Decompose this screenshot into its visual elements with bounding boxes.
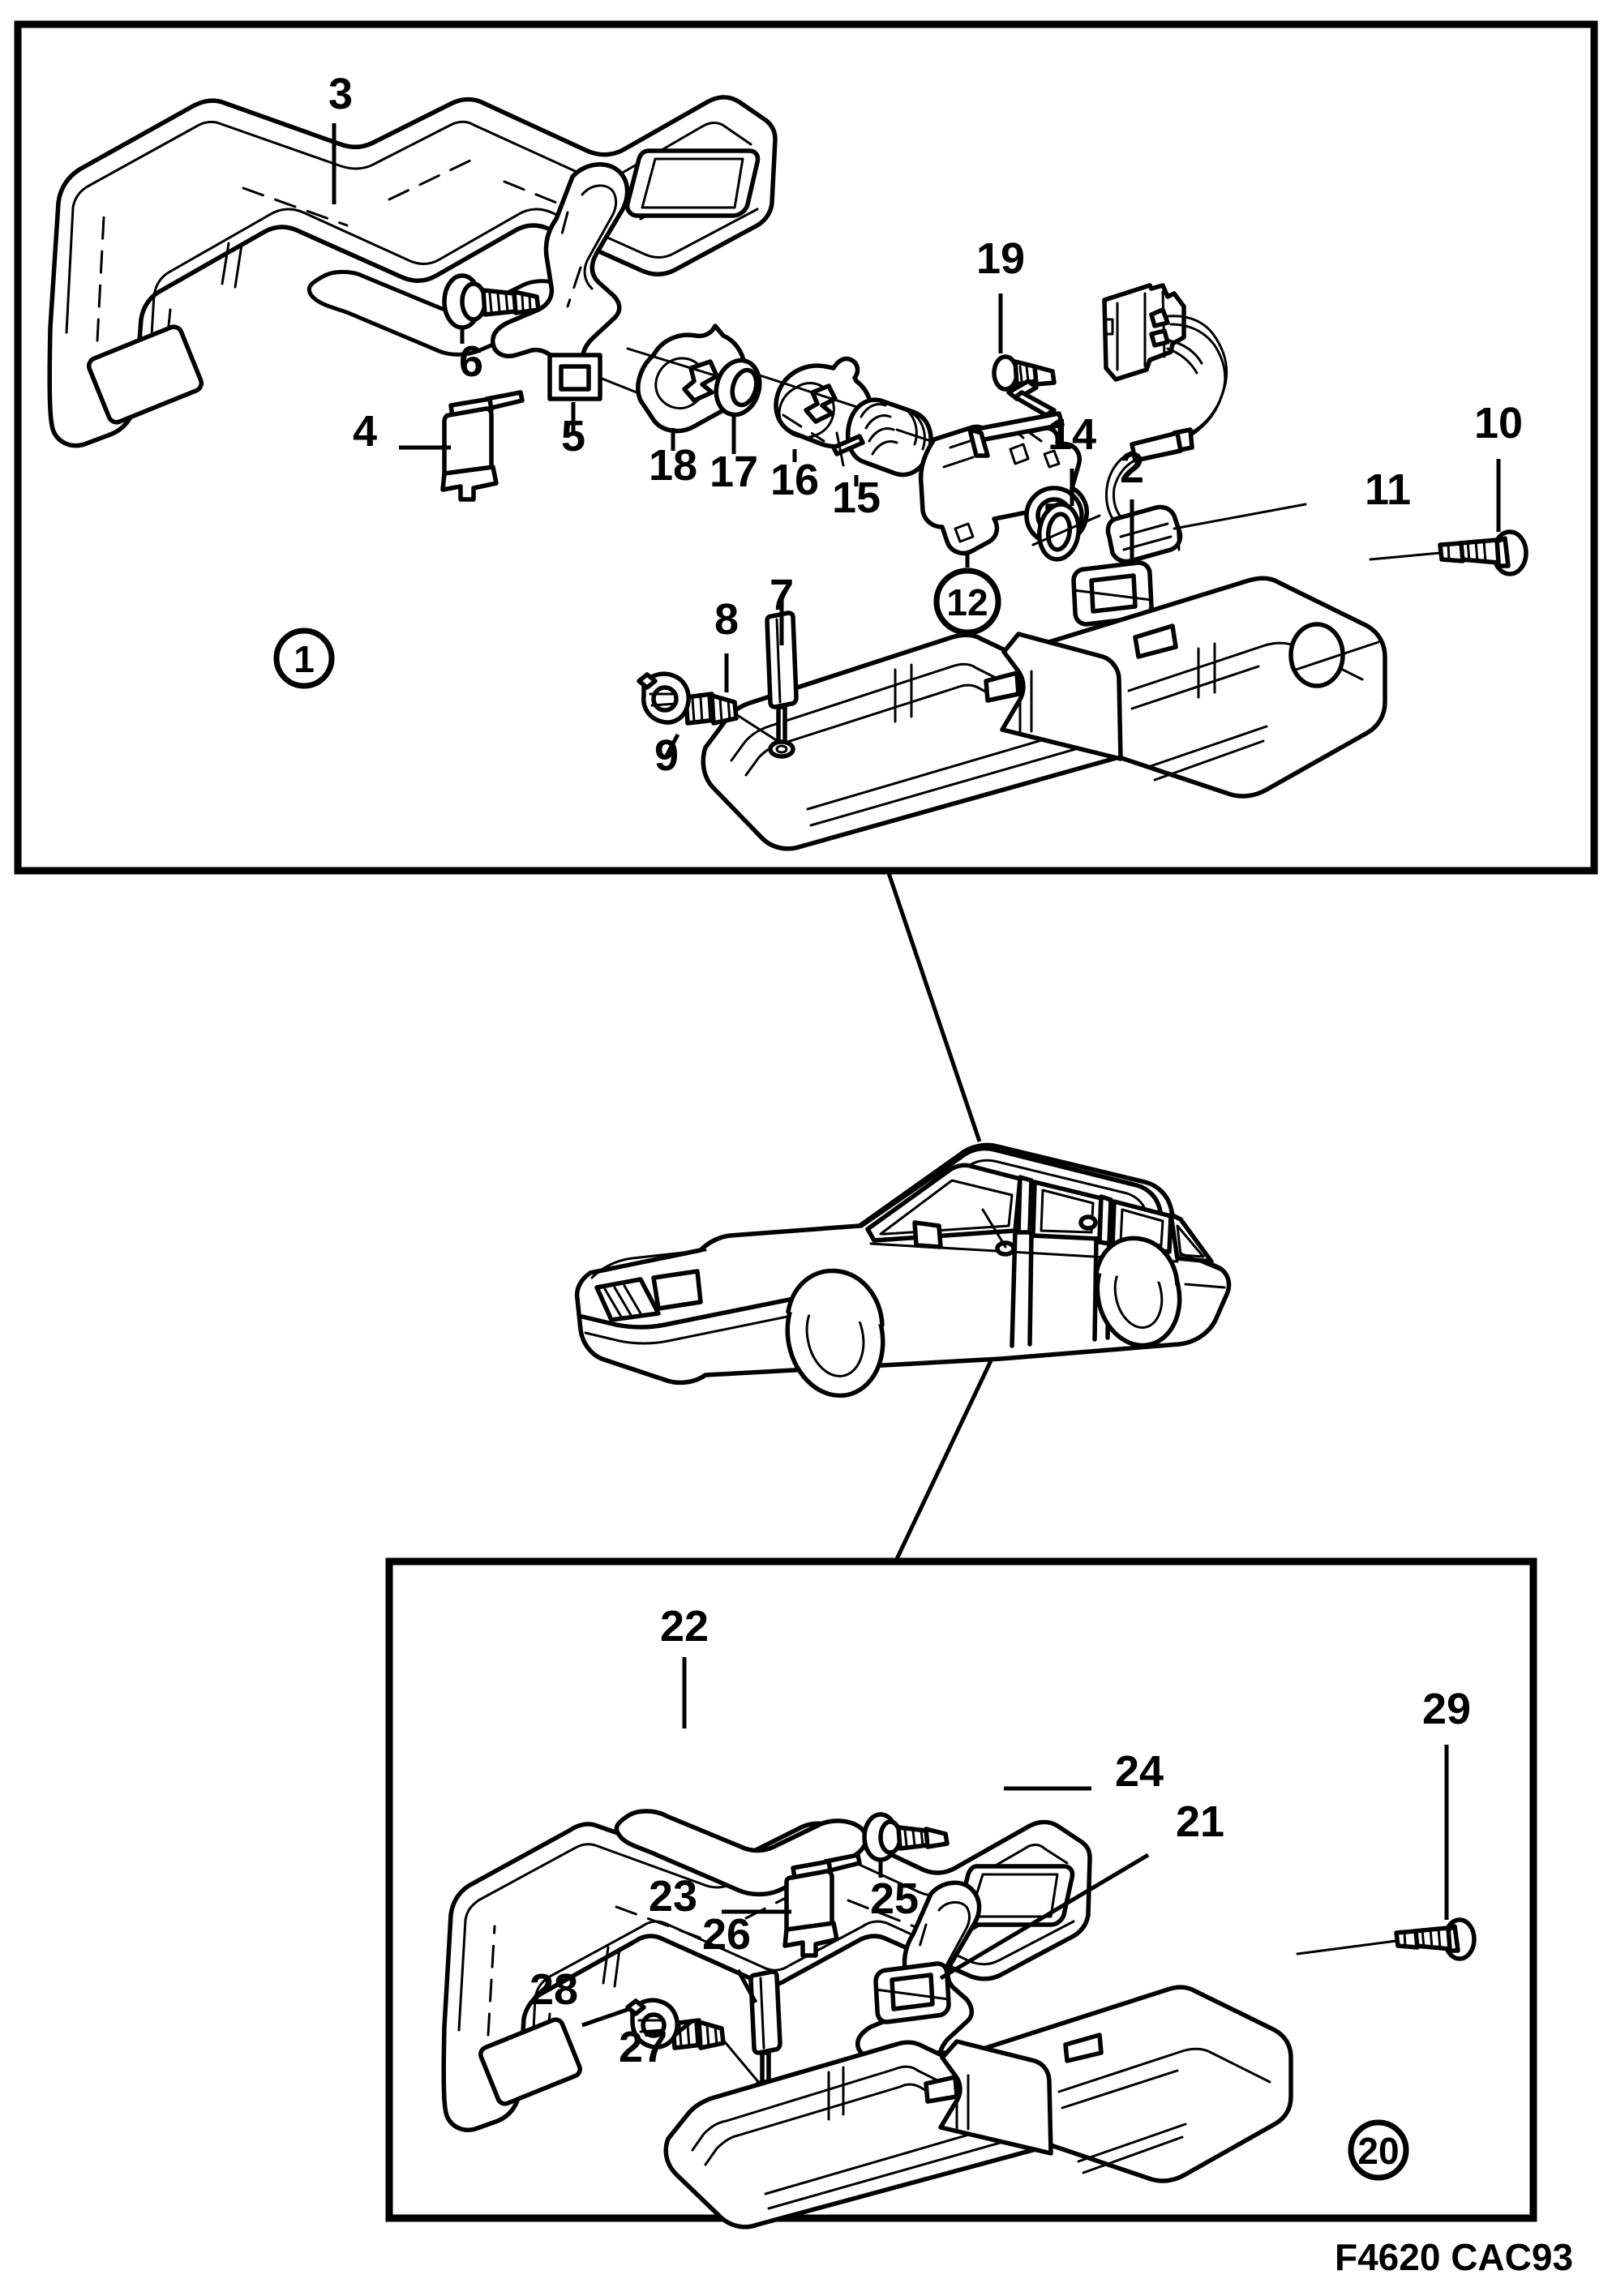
callout-19: 19 xyxy=(976,234,1025,283)
callout-24: 24 xyxy=(1115,1747,1164,1796)
lower-panel-group-badge: 20 xyxy=(1357,2130,1399,2172)
callout-28: 28 xyxy=(529,1965,578,2014)
part-retaining-screw-right xyxy=(1369,529,1528,576)
callout-29: 29 xyxy=(1422,1685,1471,1733)
callout-22: 22 xyxy=(660,1602,709,1651)
lower-panel-border xyxy=(385,1557,1537,2222)
part-o-ring-gasket xyxy=(1031,502,1101,562)
callout-7: 7 xyxy=(770,571,794,619)
callout-14: 14 xyxy=(1048,410,1096,459)
callout-21: 21 xyxy=(1176,1797,1224,1846)
part-barrel-spring xyxy=(831,397,976,478)
footer-code: F4620 CAC93 xyxy=(1335,2236,1573,2278)
part-pivot-pin xyxy=(765,610,799,759)
callout-3: 3 xyxy=(328,70,353,118)
part-set-screw xyxy=(684,692,782,744)
callout-16: 16 xyxy=(770,456,819,504)
upper-assembly-group: 1 xyxy=(47,95,1528,851)
front-door-handle-marker xyxy=(995,1240,1016,1257)
callout-25: 25 xyxy=(870,1874,919,1923)
callout-10: 10 xyxy=(1474,399,1523,448)
callout-23: 23 xyxy=(649,1872,697,1921)
callout-4: 4 xyxy=(353,407,377,456)
part-lock-nut-rear xyxy=(625,1998,680,2050)
leader-28 xyxy=(581,2007,630,2028)
part-return-spring xyxy=(440,390,525,502)
leader-26 xyxy=(735,1968,758,2004)
part-lock-nut xyxy=(637,671,691,725)
part-retaining-screw-rear xyxy=(1296,1917,1477,1961)
callout-27: 27 xyxy=(619,2023,667,2071)
part-wiring-connector xyxy=(1102,283,1307,564)
upper-panel-group-badge-circle xyxy=(273,628,335,689)
callout-17: 17 xyxy=(710,448,758,496)
lower-assembly-group: 20 xyxy=(441,1657,1477,2230)
part-return-spring-rear xyxy=(782,1853,862,1958)
leader-21 xyxy=(939,1853,1150,1981)
part-set-screw-rear xyxy=(671,2018,765,2090)
part-thrust-washer xyxy=(714,358,762,418)
part-handle-gasket-pad-rear xyxy=(873,1961,951,2024)
upper-panel-border xyxy=(14,20,1598,875)
callout-12: 12 xyxy=(946,581,988,623)
callout-11: 11 xyxy=(1365,465,1411,514)
part-handle-lever-pivot xyxy=(490,162,642,401)
part-washer-and-screw-rear xyxy=(862,1812,950,1862)
part-outer-handle-body xyxy=(701,576,1387,851)
rear-door-handle-marker xyxy=(1078,1214,1098,1231)
part-washer-and-screw xyxy=(442,273,541,330)
part-pivot-pin-rear xyxy=(748,1969,782,2097)
lower-panel-group-badge-circle xyxy=(1348,2119,1409,2181)
part-actuator-rod xyxy=(967,354,1065,458)
callout-5: 5 xyxy=(561,412,585,460)
callout-15: 15 xyxy=(832,473,881,522)
callout-6: 6 xyxy=(459,337,483,386)
leader-9 xyxy=(664,733,680,757)
callout-8: 8 xyxy=(714,595,739,644)
part-outer-handle-body-rear xyxy=(663,1985,1293,2230)
callout-18: 18 xyxy=(649,441,697,490)
connector-upper-to-car xyxy=(885,870,982,1142)
callout-2: 2 xyxy=(1120,443,1144,492)
callout-9: 9 xyxy=(654,731,679,780)
upper-panel-group-badge: 1 xyxy=(294,638,315,680)
callout-26: 26 xyxy=(702,1910,751,1959)
vehicle-outline xyxy=(574,1142,1232,1399)
callout-12-badge xyxy=(933,568,1001,636)
